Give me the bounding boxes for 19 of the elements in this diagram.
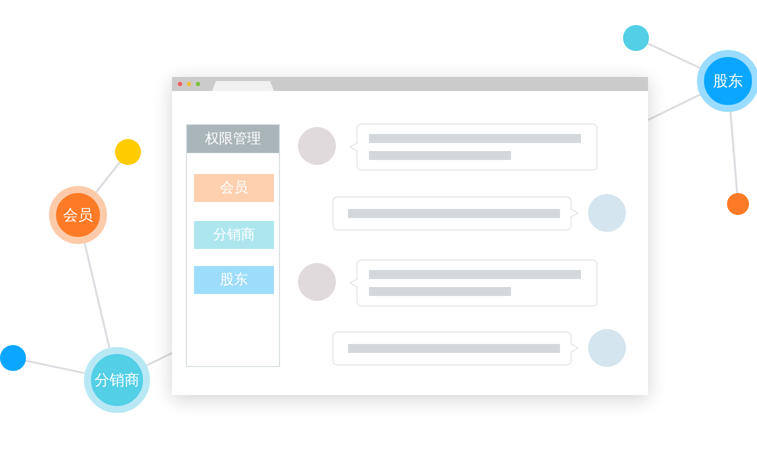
connector-line [146, 352, 172, 366]
dot [115, 139, 141, 165]
connector-line [26, 360, 85, 374]
dot [727, 193, 749, 215]
connector-line [648, 94, 701, 121]
dot [623, 25, 649, 51]
role-circle: 会员 [49, 186, 107, 244]
connector-line [730, 112, 738, 194]
connector-line [84, 242, 110, 348]
menu-panel [186, 124, 280, 367]
dot [0, 345, 26, 371]
role-circle: 分销商 [84, 347, 150, 413]
menu-item: 股东 [194, 266, 274, 294]
panel-heading: 权限管理 [187, 125, 279, 153]
menu-item: 会员 [194, 174, 274, 202]
connector-line [647, 42, 700, 69]
role-circle: 股东 [697, 50, 757, 112]
connector-line [95, 162, 121, 193]
menu-item: 分销商 [194, 221, 274, 249]
